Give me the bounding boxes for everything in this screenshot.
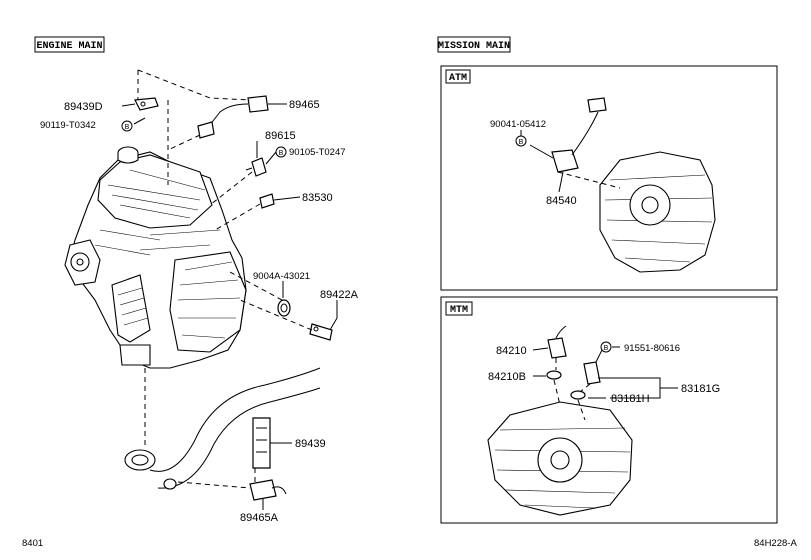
part-9004A-seal[interactable] <box>277 299 291 317</box>
footer-page-code: 8401 <box>22 538 43 549</box>
exhaust-pipe-drawing <box>124 367 321 490</box>
atm-panel: ATM <box>440 65 778 291</box>
label-84540[interactable]: 84540 <box>546 195 577 207</box>
label-89422A[interactable]: 89422A <box>320 289 359 301</box>
part-89422A-sensor[interactable] <box>309 323 333 341</box>
part-84210-switch[interactable] <box>547 325 567 359</box>
svg-text:ENGINE MAIN: ENGINE MAIN <box>36 41 102 52</box>
label-83181G[interactable]: 83181G <box>681 383 720 395</box>
label-89465[interactable]: 89465 <box>289 99 320 111</box>
mtm-panel: MTM <box>440 296 778 524</box>
label-91551-80616[interactable]: 91551-80616 <box>624 343 680 354</box>
svg-text:MISSION MAIN: MISSION MAIN <box>438 41 510 52</box>
engine-main-header: ENGINE MAIN <box>34 36 105 53</box>
part-89615-sensor[interactable] <box>245 157 267 177</box>
part-83530-switch[interactable] <box>259 193 275 209</box>
mtm-transaxle-drawing <box>487 401 633 516</box>
part-84540-sensor[interactable] <box>551 97 607 173</box>
label-89615[interactable]: 89615 <box>265 130 296 142</box>
label-84210[interactable]: 84210 <box>496 345 527 357</box>
label-9004A-43021[interactable]: 9004A-43021 <box>253 271 310 282</box>
mission-dashed-lines <box>553 171 621 421</box>
part-83181G-sensor[interactable] <box>583 361 601 385</box>
part-84210B-gasket[interactable] <box>546 370 562 380</box>
part-89439-bracket[interactable] <box>252 417 271 469</box>
svg-text:MTM: MTM <box>450 305 468 316</box>
engine-assembly-drawing <box>64 146 247 369</box>
label-90041-05412[interactable]: 90041-05412 <box>490 119 546 130</box>
svg-text:B: B <box>125 124 130 131</box>
part-83181H-gasket[interactable] <box>570 390 586 400</box>
label-83181H[interactable]: 83181H <box>611 393 650 405</box>
bolt-marker-91551: B <box>600 341 612 353</box>
part-89439D-bracket[interactable] <box>134 97 159 111</box>
atm-transaxle-drawing <box>599 151 716 273</box>
leader-lines <box>121 103 678 510</box>
svg-text:B: B <box>604 345 609 352</box>
label-90105-T0247[interactable]: 90105-T0247 <box>289 147 346 158</box>
footer-diagram-code: 84H228-A <box>754 538 797 549</box>
label-89439D[interactable]: 89439D <box>64 101 103 113</box>
bolt-marker-90119: B <box>121 120 133 132</box>
svg-text:ATM: ATM <box>449 73 467 84</box>
label-89439[interactable]: 89439 <box>295 438 326 450</box>
svg-text:B: B <box>279 150 284 157</box>
part-89465-oxygen-sensor[interactable] <box>197 95 269 139</box>
mission-main-header: MISSION MAIN <box>437 36 511 53</box>
engine-dashed-lines <box>137 69 313 489</box>
label-84210B[interactable]: 84210B <box>488 371 526 383</box>
svg-text:B: B <box>519 139 524 146</box>
label-90119-T0342[interactable]: 90119-T0342 <box>40 120 96 131</box>
label-89465A[interactable]: 89465A <box>240 512 279 524</box>
bolt-marker-90041: B <box>515 135 527 147</box>
label-83530[interactable]: 83530 <box>302 192 333 204</box>
bolt-marker-90105: B <box>275 146 287 158</box>
part-89465A-oxygen-sensor[interactable] <box>249 479 287 501</box>
